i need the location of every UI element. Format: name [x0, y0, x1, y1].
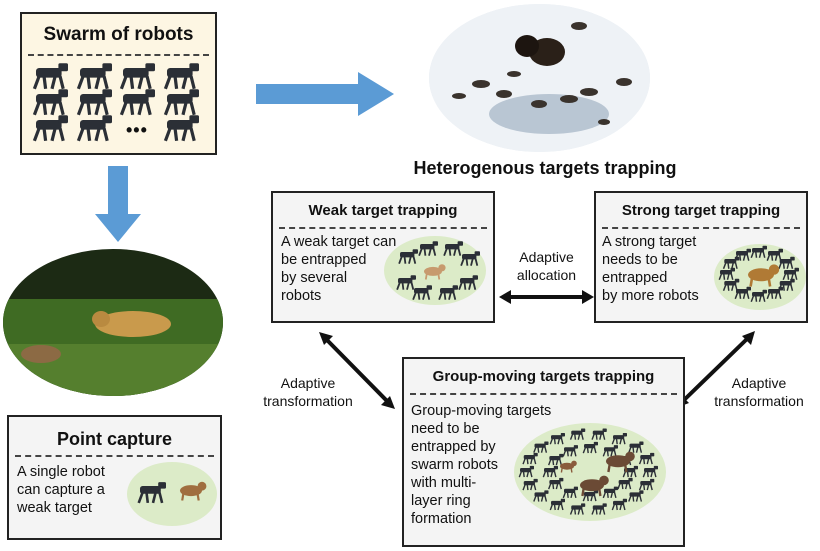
- blue-arrow-right: [256, 72, 394, 116]
- robot-dog-icon: [76, 63, 112, 90]
- robot-dog-icon: [412, 285, 432, 301]
- robot-dog-icon: [562, 445, 578, 457]
- robot-dog-icon: [582, 489, 598, 502]
- point-title: Point capture: [15, 417, 214, 457]
- robot-dog-icon: [119, 89, 155, 116]
- robot-dog-icon: [750, 245, 767, 259]
- robot-dog-icon: [549, 498, 565, 511]
- robot-grid: [32, 63, 199, 142]
- robot-dog-icon: [562, 486, 578, 499]
- robot-dog-icon: [734, 286, 751, 300]
- robot-dog-icon: [163, 115, 199, 142]
- robot-dog-icon: [722, 278, 740, 292]
- bison-icon: [580, 475, 609, 497]
- robot-dog-icon: [582, 441, 598, 454]
- robot-dog-icon: [591, 503, 607, 515]
- robot-dog-icon: [734, 248, 751, 261]
- robot-dog-icon: [718, 267, 735, 281]
- robot-dog-icon: [32, 115, 68, 142]
- weak-title: Weak target trapping: [279, 193, 487, 229]
- robot-dog-icon: [642, 465, 658, 478]
- robot-dog-icon: [76, 89, 112, 116]
- robot-dog-icon: [591, 428, 607, 440]
- strong-title: Strong target trapping: [602, 193, 800, 229]
- robot-dog-icon: [602, 486, 618, 499]
- robot-dog-icon: [163, 89, 199, 116]
- robot-dog-icon: [518, 465, 534, 478]
- group-title: Group-moving targets trapping: [410, 359, 677, 395]
- robot-dog-icon: [76, 115, 112, 142]
- bison-icon: [606, 451, 635, 473]
- robot-dog-icon: [722, 256, 740, 270]
- robot-dog-icon: [638, 478, 655, 491]
- robot-dog-icon: [638, 452, 655, 465]
- robot-dog-icon: [548, 453, 564, 466]
- robot-dog-icon: [398, 249, 418, 265]
- deer-icon: [424, 264, 446, 280]
- robot-dog-icon: [119, 63, 155, 90]
- robot-dog-icon: [628, 441, 644, 453]
- robot-dog-icon: [602, 445, 618, 457]
- robot-dog-icon: [458, 275, 478, 291]
- robot-dog-icon: [533, 441, 549, 453]
- robot-dog-icon: [533, 490, 549, 502]
- wolf-icon: [560, 460, 577, 473]
- robot-dog-icon: [611, 432, 627, 445]
- ellipsis: •••: [126, 120, 148, 140]
- robot-dog-icon: [32, 89, 68, 116]
- robot-dog-icon: [438, 285, 458, 301]
- robot-dog-icon: [542, 465, 558, 478]
- robot-dog-icon: [32, 63, 68, 90]
- swarm-title: Swarm of robots: [28, 14, 209, 56]
- rabbit-icon: [180, 481, 207, 501]
- group-trap-oval: [514, 423, 666, 521]
- heterogenous-title: Heterogenous targets trapping: [413, 158, 677, 178]
- robot-dog-icon: [617, 477, 633, 490]
- wolves-bison-photo: [429, 4, 650, 152]
- cheetah-photo: [3, 249, 223, 396]
- lion-icon: [748, 264, 780, 287]
- robot-dog-icon: [766, 286, 783, 300]
- robot-dog-icon: [611, 498, 627, 511]
- robot-dog-icon: [569, 503, 586, 515]
- robot-dog-icon: [418, 241, 438, 257]
- swarm-box: Swarm of robots •••: [20, 12, 217, 155]
- robot-dog-icon: [750, 289, 767, 303]
- robot-dog-icon: [137, 482, 166, 504]
- robot-dog-icon: [522, 452, 538, 465]
- robot-dog-icon: [569, 428, 586, 440]
- robot-dog-icon: [443, 241, 463, 257]
- robot-dog-icon: [548, 477, 564, 490]
- robot-dog-icon: [782, 267, 799, 281]
- robot-dog-icon: [766, 248, 783, 261]
- robot-dog-icon: [628, 490, 644, 502]
- robot-dog-icon: [549, 432, 565, 445]
- robot-dog-icon: [163, 63, 199, 90]
- blue-arrow-down: [95, 166, 141, 242]
- robot-dog-icon: [460, 251, 480, 267]
- robot-dog-icon: [778, 256, 795, 270]
- robot-dog-icon: [522, 478, 538, 491]
- robot-dog-icon: [396, 275, 416, 291]
